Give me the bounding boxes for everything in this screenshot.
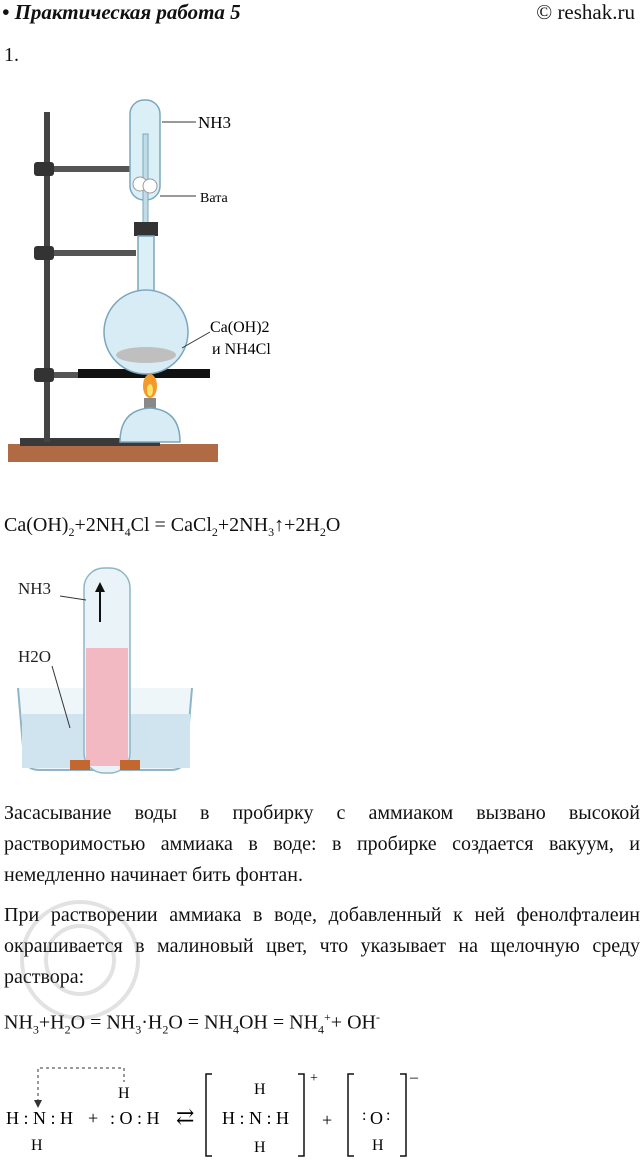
svg-text:+: + [88, 1108, 98, 1128]
watermark-logo [20, 900, 140, 1020]
equilibrium-arrow: ⇄ [176, 1104, 194, 1129]
page-title: • Практическая работа 5 [2, 0, 241, 24]
reaction-equation-1: Ca(OH)2+2NH4Cl = CaCl2+2NH3↑+2H2O [4, 514, 341, 539]
svg-text:H: H [118, 1085, 130, 1102]
svg-text:+: + [322, 1110, 332, 1130]
label-nh4cl: и NH4Cl [212, 341, 271, 358]
stopper [134, 222, 158, 236]
svg-text:H: H [31, 1137, 43, 1154]
stand-rod [44, 112, 50, 442]
svg-text::: : [362, 1107, 366, 1124]
svg-text:H: H [254, 1139, 266, 1156]
label-h2o: H2O [18, 647, 51, 666]
site-brand: © reshak.ru [536, 0, 635, 24]
task-number: 1. [4, 44, 19, 66]
explanation-paragraph-2: При растворении аммиака в воде, добавлен… [4, 904, 640, 988]
fountain-experiment-figure: NH3 H2O [17, 567, 193, 774]
ammonium-ion: H : N : H [222, 1108, 289, 1128]
label-caoh2: Ca(OH)2 [210, 319, 270, 336]
label-nh3-tube: NH3 [18, 579, 51, 598]
table-surface [8, 444, 218, 462]
ammonia-apparatus-figure: NH3 Вата Ca(OH)2 и NH4Cl [8, 99, 271, 462]
electron-dot-scheme: H : N : H H + H : O : H ⇄ H H : N : H H … [6, 1067, 419, 1157]
svg-text:+: + [310, 1071, 318, 1086]
label-nh3-top: NH3 [198, 113, 231, 132]
svg-text::: : [386, 1107, 390, 1124]
reaction-equation-2: NH3+H2O = NH3·H2O = NH4OH = NH4++ OH- [4, 1010, 380, 1037]
svg-text:–: – [409, 1069, 419, 1086]
explanation-paragraph-1: Засасывание воды в пробирку с аммиаком в… [4, 802, 640, 886]
label-cotton: Вата [200, 191, 228, 206]
stand-base [20, 438, 160, 446]
ammonia-formula: H : N : H [6, 1108, 73, 1128]
water-formula: : O : H [110, 1108, 160, 1128]
hydroxide-ion: O [370, 1108, 383, 1128]
spirit-lamp [119, 407, 181, 443]
svg-text:H: H [372, 1137, 384, 1154]
svg-text:H: H [254, 1081, 266, 1098]
